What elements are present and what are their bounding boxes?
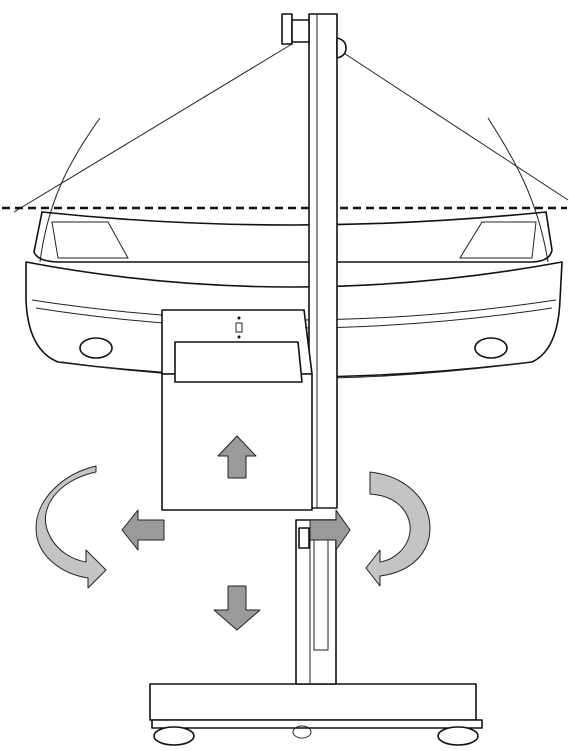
stand-base-top xyxy=(149,683,477,721)
height-clamp xyxy=(298,527,310,549)
right-fender-curve xyxy=(487,117,549,263)
level-dot-top xyxy=(237,316,241,320)
laser-head-rear xyxy=(336,37,347,59)
optical-box xyxy=(161,309,313,511)
laser-head xyxy=(291,19,310,43)
arrow-left-icon xyxy=(121,509,165,551)
main-column xyxy=(308,13,338,509)
arrow-right-icon xyxy=(309,509,351,551)
right-headlight xyxy=(459,221,537,259)
box-lens-window xyxy=(174,341,303,383)
stand-base-front xyxy=(151,719,483,729)
left-fog-light xyxy=(79,337,113,359)
arrow-down-icon xyxy=(213,585,261,631)
rear-wheel xyxy=(292,725,312,739)
right-laser-beam xyxy=(329,43,569,201)
right-fog-light xyxy=(474,337,508,359)
rotate-right-icon xyxy=(365,471,431,587)
laser-head-knob xyxy=(281,13,293,45)
left-fender-curve xyxy=(39,117,101,263)
right-wheel xyxy=(437,726,479,746)
laser-beams xyxy=(2,43,569,213)
left-laser-beam xyxy=(13,43,293,213)
left-headlight xyxy=(51,221,129,259)
rotate-left-icon xyxy=(35,465,107,589)
aimer-stand xyxy=(149,13,483,746)
arrow-up-icon xyxy=(217,435,257,479)
level-dot-bottom xyxy=(237,335,241,339)
spirit-level-icon xyxy=(235,322,243,333)
front-upper-body xyxy=(33,211,553,263)
adjustment-arrows xyxy=(35,435,431,631)
hood-edge xyxy=(41,211,547,226)
left-wheel xyxy=(153,726,195,746)
